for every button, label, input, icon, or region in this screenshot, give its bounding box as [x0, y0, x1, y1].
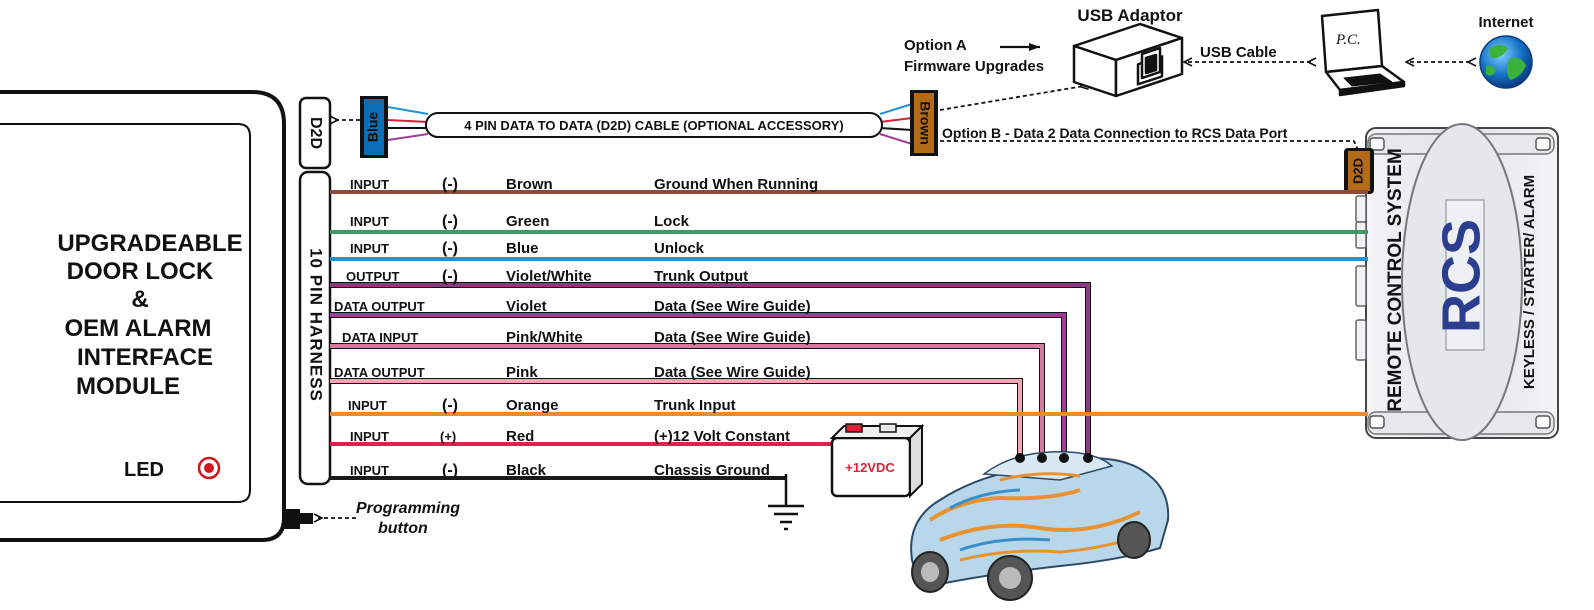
d2d-left-connector: Blue	[360, 96, 388, 158]
programming-button-label: button	[378, 520, 428, 537]
wire-polarity: (-)	[442, 176, 458, 193]
battery-label: +12VDC	[845, 460, 895, 475]
upgrade-options: Option A Firmware Upgrades Option B - Da…	[904, 6, 1534, 141]
wire-direction: INPUT	[350, 429, 389, 444]
wire-direction: INPUT	[350, 177, 389, 192]
rcs-logo: RCS	[1431, 219, 1491, 333]
vehicle-connection-dot	[1037, 453, 1047, 463]
wire-color-name: Green	[506, 213, 549, 230]
ten-pin-harness: 10 PIN HARNESS	[298, 170, 332, 486]
pc-label: P.C.	[1335, 32, 1361, 48]
internet-label: Internet	[1478, 14, 1533, 31]
programming-button[interactable]	[284, 509, 313, 529]
wire-function: Trunk Input	[654, 397, 736, 414]
module-title-line: OEM ALARM	[64, 315, 211, 342]
wire-direction: DATA OUTPUT	[334, 365, 425, 380]
vehicle-connection-dot	[1015, 453, 1025, 463]
rcs-d2d-port: D2D	[1344, 148, 1374, 194]
wire-pink-white	[330, 344, 1044, 458]
wire-violet-white	[330, 283, 1090, 458]
vehicle-connection-dot	[1059, 453, 1069, 463]
d2d-cable-label: 4 PIN DATA TO DATA (D2D) CABLE (OPTIONAL…	[464, 118, 843, 133]
usb-adaptor-icon	[1072, 22, 1184, 98]
wire-direction: INPUT	[348, 398, 387, 413]
module-d2d-port: D2D	[298, 96, 332, 170]
d2d-cable: Blue 4 PIN DATA TO DATA (D2D) CABLE (OPT…	[334, 86, 1359, 158]
wire-function: Unlock	[654, 240, 705, 257]
rcs-unit: RCS REMOTE CONTROL SYSTEM KEYLESS / STAR…	[1344, 123, 1559, 441]
wire-color-name: Pink	[506, 364, 538, 381]
wire-function: Data (See Wire Guide)	[654, 329, 811, 346]
led-indicator-icon	[197, 456, 221, 480]
usb-adaptor-label: USB Adaptor	[1077, 6, 1183, 25]
led-label: LED	[124, 459, 164, 481]
d2d-left-connector-label: Blue	[365, 112, 381, 143]
module-title-line: UPGRADEABLE	[57, 230, 242, 257]
module-title-line: MODULE	[76, 373, 180, 400]
d2d-right-connector-label: Brown	[917, 101, 933, 145]
module-title: UPGRADEABLE DOOR LOCK & OEM ALARM INTERF…	[57, 230, 242, 400]
wire-polarity: (-)	[442, 462, 458, 479]
wire-direction: DATA INPUT	[342, 330, 418, 345]
wire-color-name: Blue	[506, 240, 539, 257]
wire-direction: INPUT	[350, 214, 389, 229]
wire-polarity: (-)	[442, 397, 458, 414]
option-a-label: Option A	[904, 37, 967, 54]
interface-module: UPGRADEABLE DOOR LOCK & OEM ALARM INTERF…	[0, 90, 460, 542]
wire-function: Chassis Ground	[654, 462, 770, 479]
wire-direction: OUTPUT	[346, 269, 400, 284]
wire-function: Data (See Wire Guide)	[654, 298, 811, 315]
ground-symbol-icon	[768, 474, 804, 531]
vehicle-connection-points	[1015, 453, 1093, 463]
vehicle-icon	[910, 451, 1170, 601]
wire-pink	[330, 379, 1022, 458]
wire-function: Data (See Wire Guide)	[654, 364, 811, 381]
laptop-pc-icon	[1320, 8, 1406, 97]
wire-function: Trunk Output	[654, 268, 748, 285]
wire-direction: DATA OUTPUT	[334, 299, 425, 314]
wire-color-name: Violet	[506, 298, 547, 315]
usb-cable-label: USB Cable	[1200, 44, 1277, 61]
wire-polarity: (-)	[442, 213, 458, 230]
vehicle-connection-dot	[1083, 453, 1093, 463]
wire-color-name: Orange	[506, 397, 559, 414]
rcs-subtitle: KEYLESS / STARTER/ ALARM	[1521, 175, 1538, 389]
module-title-line: &	[131, 286, 148, 313]
wire-polarity: (+)	[440, 429, 456, 444]
d2d-port-label: D2D	[307, 117, 324, 149]
wire-color-name: Black	[506, 462, 547, 479]
module-title-line: DOOR LOCK	[67, 258, 214, 285]
harness-label: 10 PIN HARNESS	[307, 248, 326, 402]
wire-violet	[330, 313, 1066, 458]
module-title-line: INTERFACE	[77, 344, 213, 371]
d2d-cable-wires	[387, 103, 913, 145]
wire-color-name: Red	[506, 428, 534, 445]
wire-function: Lock	[654, 213, 690, 230]
wires-layer	[330, 190, 1368, 480]
wire-color-name: Pink/White	[506, 329, 583, 346]
battery-icon: +12VDC	[829, 423, 925, 499]
wire-polarity: (-)	[442, 268, 458, 285]
wire-color-name: Brown	[506, 176, 553, 193]
option-a-label: Firmware Upgrades	[904, 58, 1044, 75]
option-b-label: Option B - Data 2 Data Connection to RCS…	[942, 125, 1288, 141]
option-a-arrow	[939, 86, 1084, 111]
globe-icon	[1479, 35, 1533, 89]
rcs-d2d-label: D2D	[1350, 158, 1365, 184]
wire-direction: INPUT	[350, 241, 389, 256]
wire-color-name: Violet/White	[506, 268, 592, 285]
d2d-right-connector: Brown	[910, 90, 938, 156]
wire-polarity: (-)	[442, 240, 458, 257]
wire-function: (+)12 Volt Constant	[654, 428, 790, 445]
programming-button-label: Programming	[356, 500, 460, 517]
wire-function: Ground When Running	[654, 176, 818, 193]
wire-direction: INPUT	[350, 463, 389, 478]
rcs-brand: REMOTE CONTROL SYSTEM	[1385, 148, 1406, 412]
